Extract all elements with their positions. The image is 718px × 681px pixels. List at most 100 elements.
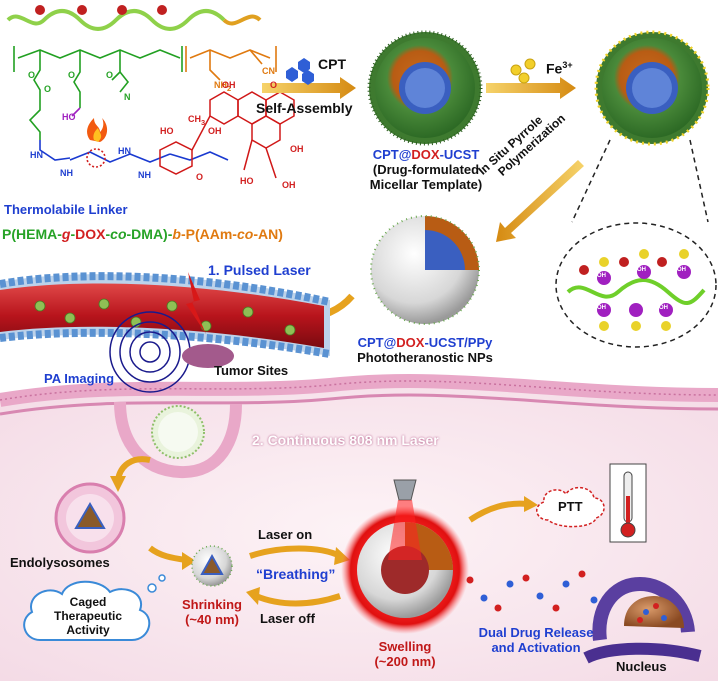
np-label-at: @ [383,335,397,350]
polymer-backbone-illustration [6,5,262,31]
breathing-label: “Breathing” [256,566,336,582]
inset-oh-2: OH [637,267,646,273]
pulsed-laser-label: 1. Pulsed Laser [208,262,311,278]
polymer-name-co1: co [110,226,127,242]
nucleus-label: Nucleus [616,659,667,674]
shrinking-line-1: Shrinking [182,597,242,612]
polymer-name-g: g [61,226,71,242]
cpt-drug-icon [286,58,314,85]
polymer-name-g2: - [70,226,76,242]
atom-nh2-sub: 2 [227,83,232,93]
atom-cn: CN [262,66,275,76]
np-label-line-1: CPT@DOX-UCST/PPy [340,335,510,351]
template-label-cpt: CPT [372,147,399,162]
atom-ome: O [270,80,278,90]
micelle-template [367,30,483,146]
polymer-name-b: b [172,226,181,242]
swelling-label: Swelling (~200 nm) [360,639,450,670]
atom-o3: O [68,70,76,80]
atom-o4: O [106,70,114,80]
endolysosomes-label: Endolysosomes [10,555,110,570]
template-label-line-2: (Drug-formulated [372,161,480,177]
inset-oh-4: OH [597,305,606,311]
atom-o1: O [28,70,36,80]
pulsed-laser-bolt [186,272,206,334]
atom-o2: O [44,84,52,94]
arrow-polymerization [496,160,584,242]
polymer-name-co2a: - [232,226,237,242]
polymer-name-dox: DOX [75,226,106,242]
shrunken-np [191,545,233,587]
np-label-dox: DOX [396,335,425,350]
tumor-cells [182,344,234,368]
shrinking-label: Shrinking (~40 nm) [168,597,256,628]
atom-nh2-main: NH [214,80,227,90]
polymer-name-co2: co [236,226,254,242]
endolysosome [54,482,126,554]
dual-release-line-2: and Activation [491,639,581,655]
atom-hn1: HN [30,150,43,160]
atom-nh2: NH2 [214,80,231,93]
polymer-chemical-structure [13,46,277,168]
atom-n1: N [124,92,131,102]
self-assembly-label: Self-Assembly [256,100,353,116]
caged-line-1: Caged [69,595,107,609]
atom-ho: HO [62,112,76,122]
pa-imaging-label: PA Imaging [44,371,115,386]
ppy-nanoparticle [370,215,480,325]
template-label-at: @ [398,147,412,162]
arrow-to-ptt [468,500,529,523]
fe-ion-icon [510,58,536,84]
cpt-label: CPT [318,56,346,72]
arrow-laser-off [254,593,341,607]
laser-on-label: Laser on [258,527,313,542]
polymer-name-aam: AAm [199,226,233,242]
thermolabile-linker-label: Thermolabile Linker [4,202,128,217]
blood-vessel [0,272,331,358]
atom-ch3: CH3 [188,114,205,127]
atom-oh4: OH [282,180,296,190]
polymer-name: P(HEMA-g-DOX-co-DMA)-b-P(AAm-co-AN) [2,226,283,242]
thermometer-icon [609,463,647,543]
inset-oh-1: OH [597,273,606,279]
laser-off-label: Laser off [260,611,315,626]
template-label-dox: DOX [411,147,440,162]
fe-label-sup: 3+ [562,60,573,70]
arrow-self-assembly [262,77,356,99]
ptt-label: PTT [558,499,583,514]
polymer-name-co1b: - [126,226,132,242]
fe-label-main: Fe [546,60,563,77]
atom-nh1: NH [60,168,73,178]
released-drugs [466,570,598,612]
inset-oh-5: OH [659,305,668,311]
shrinking-line-2: (~40 nm) [185,611,239,627]
atom-ho2: HO [160,126,174,136]
atom-ch3-main: CH [188,114,201,124]
polymer-name-co1a: - [105,226,111,242]
atom-oh2: OH [222,80,236,90]
dual-release-line-1: Dual Drug Release [478,625,594,640]
template-label-line-1: CPT@DOX-UCST [362,147,490,163]
polymer-name-dma: DMA)- [131,226,173,242]
caged-line-3: Activity [66,622,110,637]
endocytosis-pocket [114,401,242,479]
caged-line-2: Therapeutic [53,608,122,623]
atom-oh1: OH [208,126,222,136]
arrow-laser-on [249,545,342,559]
atom-ho3: HO [240,176,254,186]
swollen-np [341,479,469,634]
continuous-laser-label: 2. Continuous 808 nm Laser [252,432,439,448]
heat-flame-icon [87,118,108,142]
atom-o5: O [196,172,204,182]
ptt-cloud [536,486,605,528]
polymer-name-co2b: -AN) [253,226,283,242]
arrow-fe [486,77,576,99]
polymer-name-p2: -P( [180,226,200,242]
np-label: CPT@DOX-UCST/PPy Phototheranostic NPs [340,335,510,366]
np-label-line-2: Phototheranostic NPs [357,349,493,365]
swelling-line-2: (~200 nm) [374,653,436,669]
arrows [110,77,584,607]
polymer-name-g1: - [57,226,62,242]
np-label-cpt: CPT [357,335,384,350]
